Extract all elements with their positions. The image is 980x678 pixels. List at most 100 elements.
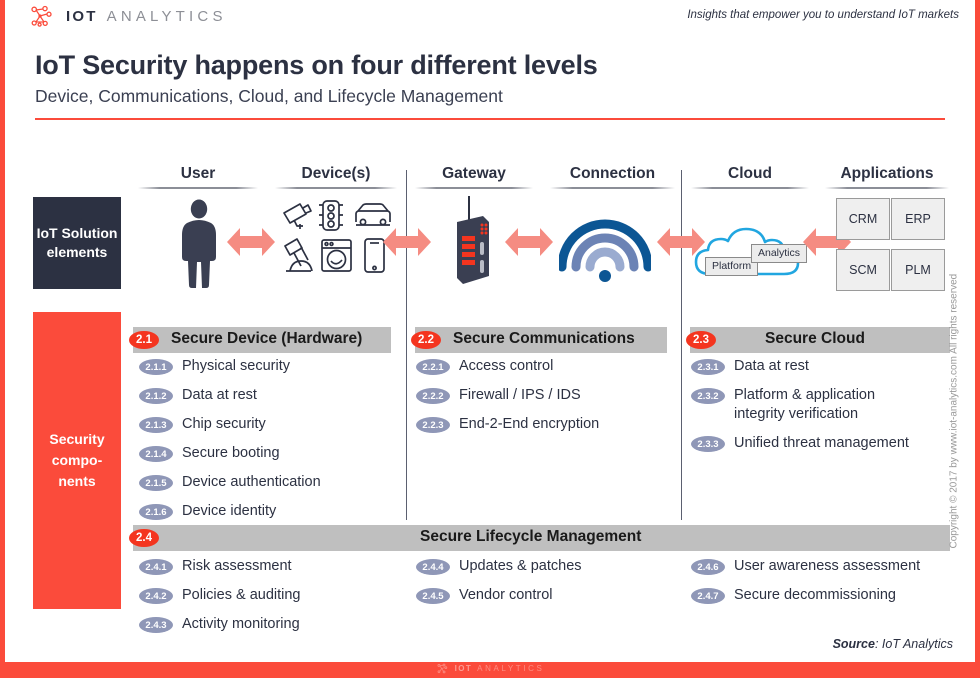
column-rule-connection — [550, 187, 675, 189]
item-badge: 2.3.2 — [691, 388, 725, 404]
iot-solution-elements-label: IoT Solution elements — [33, 197, 121, 289]
brand-name-light: ANALYTICS — [106, 7, 227, 25]
app-box-plm: PLM — [891, 249, 945, 291]
item-label: User awareness assessment — [734, 558, 921, 574]
list-item: 2.1.4 Secure booting — [139, 444, 389, 463]
item-label: Policies & auditing — [182, 587, 301, 603]
item-badge: 2.1.4 — [139, 446, 173, 462]
microscope-icon — [284, 238, 313, 272]
app-box-crm: CRM — [836, 198, 890, 240]
app-box-scm: SCM — [836, 249, 890, 291]
brand-bar: IOT ANALYTICS Insights that empower you … — [5, 0, 975, 32]
item-label: Unified threat management — [734, 435, 909, 451]
list-item: 2.1.3 Chip security — [139, 415, 389, 434]
copyright-note: Copyright © 2017 by www.iot-analytics.co… — [948, 273, 960, 549]
list-item: 2.4.1 Risk assessment — [139, 557, 399, 576]
footer-logo-light: ANALYTICS — [477, 664, 545, 673]
device-icons-group — [283, 200, 391, 273]
item-badge: 2.4.5 — [416, 588, 450, 604]
item-badge: 2.4.4 — [416, 559, 450, 575]
item-badge: 2.4.2 — [139, 588, 173, 604]
item-label: Device identity — [182, 503, 277, 519]
item-label: Updates & patches — [459, 558, 582, 574]
item-badge: 2.4.3 — [139, 617, 173, 633]
column-rule-applications — [825, 187, 949, 189]
column-rule-user — [138, 187, 258, 189]
section-header-2-4: Secure Lifecycle Management — [133, 525, 950, 551]
column-header-applications: Applications — [840, 165, 934, 182]
double-headed-arrow-icon — [657, 228, 705, 256]
list-item: 2.1.5 Device authentication — [139, 473, 389, 492]
section-header-2-2: Secure Communications — [415, 327, 667, 353]
section-title-2-1: Secure Device (Hardware) — [171, 330, 363, 347]
list-item: 2.1.2 Data at rest — [139, 386, 389, 405]
person-silhouette-icon — [182, 199, 216, 288]
divider-device-gateway — [406, 170, 408, 520]
security-camera-icon — [283, 203, 312, 229]
footer-bar: IOT ANALYTICS — [5, 662, 975, 678]
item-label: Physical security — [182, 358, 290, 374]
column-rule-devices — [275, 187, 397, 189]
item-label: Secure decommissioning — [734, 587, 896, 603]
washing-machine-icon — [321, 239, 352, 272]
double-headed-arrow-icon — [505, 228, 553, 256]
column-header-connection: Connection — [569, 165, 656, 182]
traffic-light-icon — [319, 200, 343, 231]
source-note: Source: IoT Analytics — [833, 637, 953, 651]
item-label: Risk assessment — [182, 558, 292, 574]
column-header-gateway: Gateway — [442, 165, 506, 182]
list-item: 2.3.2 Platform & application integrity v… — [691, 386, 951, 424]
item-label: End-2-End encryption — [459, 416, 600, 432]
item-badge: 2.4.1 — [139, 559, 173, 575]
section-badge-2-1: 2.1 — [129, 331, 159, 349]
item-label: Data at rest — [734, 358, 809, 374]
source-label: Source — [832, 637, 875, 651]
item-badge: 2.2.3 — [416, 417, 450, 433]
section-badge-2-4: 2.4 — [129, 529, 159, 547]
source-value: : IoT Analytics — [874, 637, 953, 651]
item-badge: 2.1.6 — [139, 504, 173, 520]
section-header-2-1: Secure Device (Hardware) — [133, 327, 391, 353]
item-label: Secure booting — [182, 445, 280, 461]
section-header-2-3: Secure Cloud — [690, 327, 950, 353]
list-item: 2.4.7 Secure decommissioning — [691, 586, 961, 605]
iot-analytics-network-logo-icon — [437, 663, 448, 674]
item-label: Firewall / IPS / IDS — [459, 387, 581, 403]
item-label: Activity monitoring — [182, 616, 300, 632]
section-title-2-4: Secure Lifecycle Management — [420, 528, 642, 545]
list-item: 2.2.2 Firewall / IPS / IDS — [416, 386, 666, 405]
column-header-cloud: Cloud — [728, 165, 772, 182]
iot-analytics-network-logo-icon — [31, 5, 52, 27]
section-badge-2-3: 2.3 — [686, 331, 716, 349]
item-badge: 2.1.2 — [139, 388, 173, 404]
list-item: 2.4.3 Activity monitoring — [139, 615, 399, 634]
cloud-tag-analytics: Analytics — [751, 244, 808, 263]
list-item: 2.2.3 End-2-End encryption — [416, 415, 666, 434]
divider-connection-cloud — [681, 170, 683, 520]
app-box-erp: ERP — [891, 198, 945, 240]
column-rule-gateway — [415, 187, 533, 189]
list-item: 2.2.1 Access control — [416, 357, 666, 376]
brand-logo: IOT ANALYTICS — [27, 5, 227, 27]
column-header-devices: Device(s) — [301, 165, 371, 182]
page-title: IoT Security happens on four different l… — [35, 50, 598, 80]
item-label: Device authentication — [182, 474, 321, 490]
footer-logo: IOT ANALYTICS — [436, 663, 545, 674]
car-icon — [355, 203, 391, 226]
item-badge: 2.2.2 — [416, 388, 450, 404]
security-components-label: Security compo- nents — [33, 312, 121, 609]
list-item: 2.1.6 Device identity — [139, 502, 389, 521]
wifi-signal-icon — [559, 219, 651, 282]
list-item: 2.3.1 Data at rest — [691, 357, 951, 376]
item-label: Platform & application integrity verific… — [734, 387, 876, 422]
item-badge: 2.3.3 — [691, 436, 725, 452]
section-title-2-3: Secure Cloud — [765, 330, 865, 347]
brand-name-bold: IOT — [66, 7, 98, 25]
list-item: 2.4.4 Updates & patches — [416, 557, 676, 576]
gateway-router-icon — [457, 196, 489, 284]
item-label: Vendor control — [459, 587, 553, 603]
section-badge-2-2: 2.2 — [411, 331, 441, 349]
item-badge: 2.4.7 — [691, 588, 725, 604]
item-badge: 2.1.3 — [139, 417, 173, 433]
item-badge: 2.2.1 — [416, 359, 450, 375]
